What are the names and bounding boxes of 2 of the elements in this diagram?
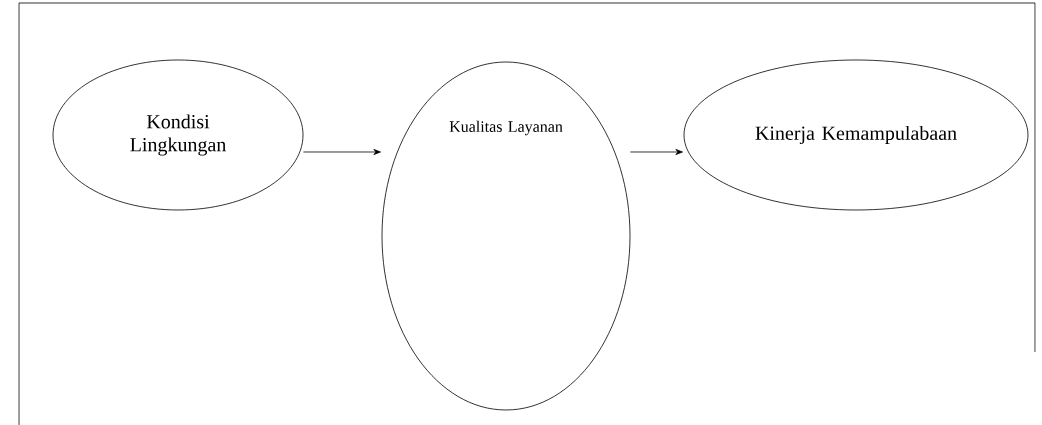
arrow: [630, 149, 683, 155]
arrow: [303, 149, 381, 155]
